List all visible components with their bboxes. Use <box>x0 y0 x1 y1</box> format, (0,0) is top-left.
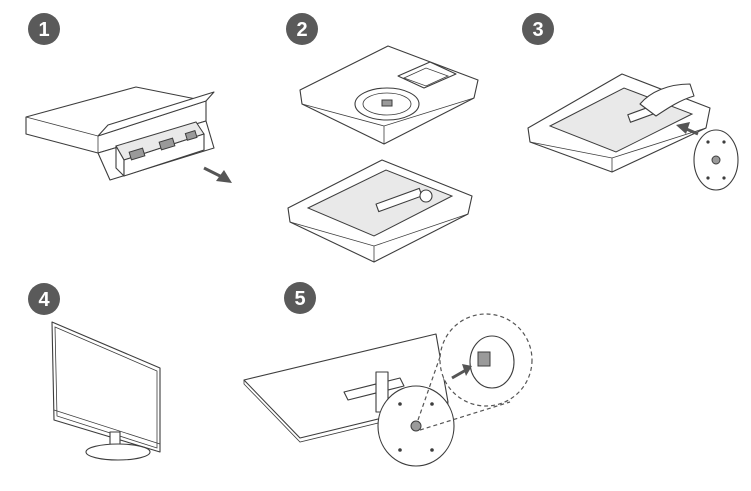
step-3-illustration: 3 <box>522 13 739 191</box>
step-4-illustration: 4 <box>28 283 161 461</box>
monitor-screen <box>51 321 161 453</box>
zoom-base-detail <box>469 335 515 389</box>
step-5-number: 5 <box>294 288 305 310</box>
screw-arrow-icon <box>462 364 472 376</box>
carton-flap <box>97 91 215 137</box>
hand <box>639 83 695 117</box>
pull-arrow-icon <box>216 170 232 183</box>
step-2-badge: 2 <box>286 13 318 45</box>
step-1-badge: 1 <box>28 13 60 45</box>
step-2-number: 2 <box>296 19 307 41</box>
monitor-neck <box>375 187 423 213</box>
attach-arrow-icon <box>676 122 690 134</box>
step-5-illustration: 5 <box>243 282 533 467</box>
step-5-badge: 5 <box>284 282 316 314</box>
step-4-number: 4 <box>38 289 50 311</box>
step-4-badge: 4 <box>28 283 60 315</box>
zoom-screw-detail <box>477 351 491 367</box>
step-1-number: 1 <box>38 19 49 41</box>
step-1-illustration: 1 <box>25 13 232 183</box>
step-2-illustration: 2 <box>286 13 479 263</box>
step-3-badge: 3 <box>522 13 554 45</box>
monitor-base <box>85 443 151 461</box>
step-3-number: 3 <box>532 19 543 41</box>
